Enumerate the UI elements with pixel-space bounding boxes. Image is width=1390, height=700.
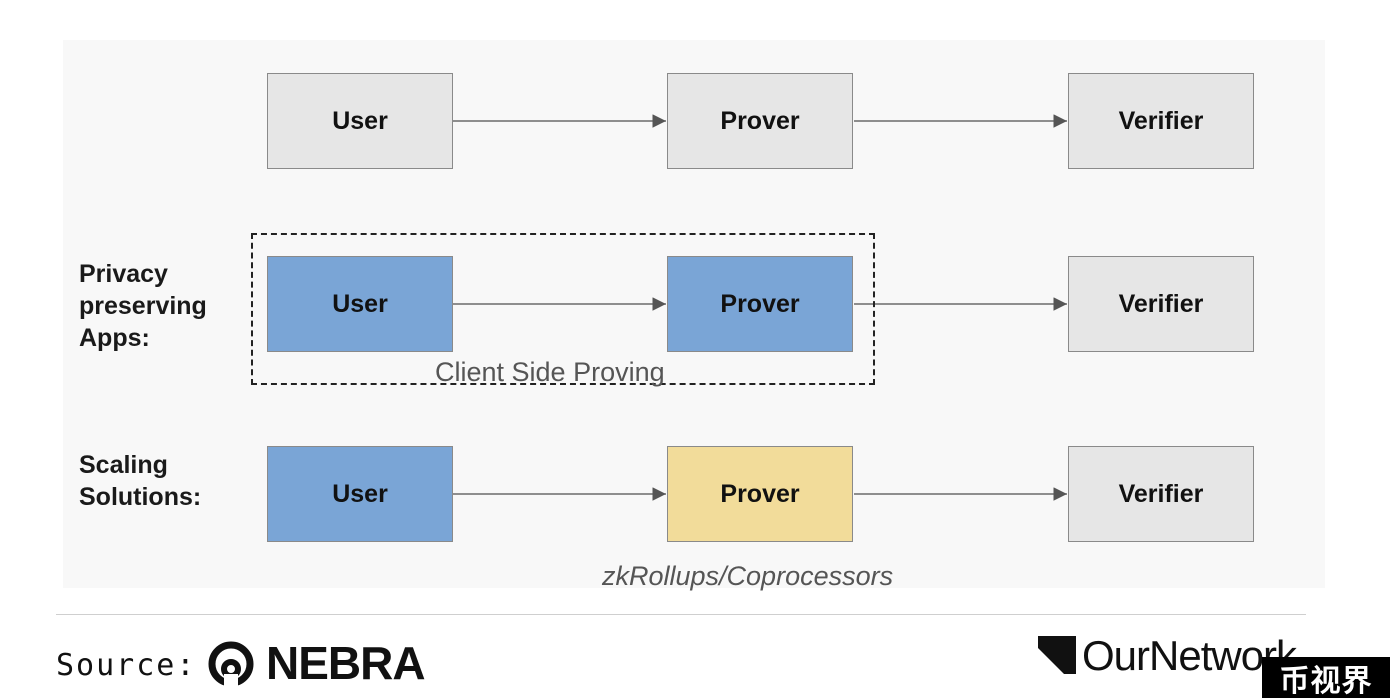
source-label: Source: [56, 648, 197, 683]
client-side-proving-caption: Client Side Proving [435, 357, 665, 387]
row2-prover-box: Prover [667, 256, 853, 352]
zkrollups-caption: zkRollups/Coprocessors [602, 561, 894, 591]
row3-user-box: User [267, 446, 453, 542]
row3-verifier-box: Verifier [1068, 446, 1254, 542]
row1-prover-box: Prover [667, 73, 853, 169]
nebra-brand: NEBRA [266, 637, 426, 689]
ournetwork-brand: OurNetwork [1082, 632, 1297, 679]
watermark-badge: 币视界 [1262, 657, 1390, 698]
client-side-proving-group [251, 233, 875, 385]
row2-verifier-box: Verifier [1068, 256, 1254, 352]
nebra-logo-icon [208, 641, 254, 688]
row1-user-box: User [267, 73, 453, 169]
row2-user-box: User [267, 256, 453, 352]
ournetwork-logo-icon [1038, 636, 1076, 674]
footer-divider [56, 614, 1306, 615]
row3-prover-box: Prover [667, 446, 853, 542]
row1-verifier-box: Verifier [1068, 73, 1254, 169]
